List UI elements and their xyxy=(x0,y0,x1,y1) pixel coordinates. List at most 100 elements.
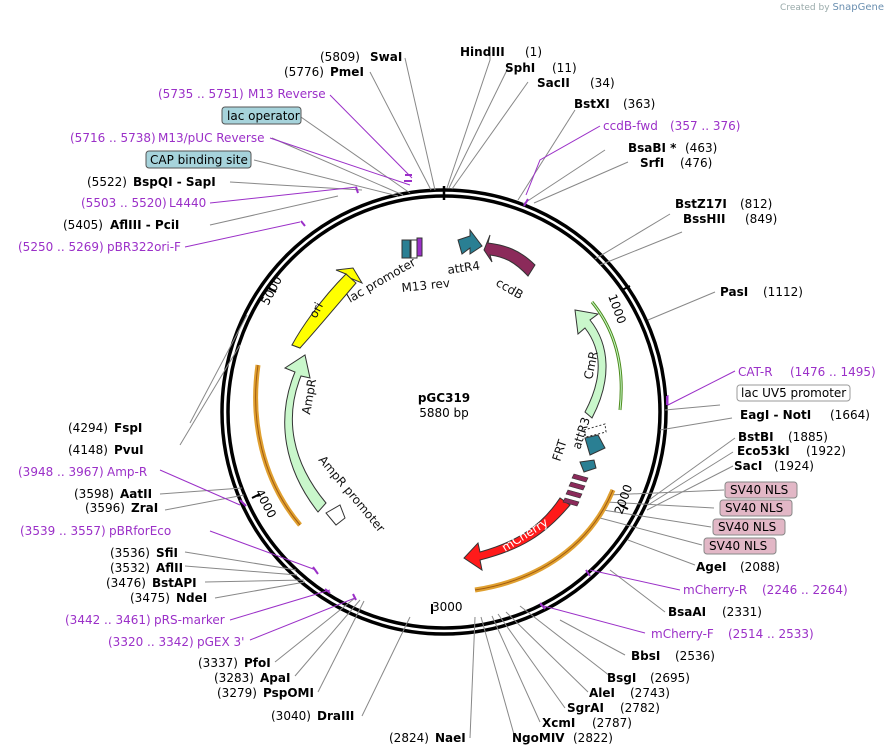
ccdb-arrow xyxy=(483,234,536,277)
primer-leader-lines xyxy=(159,94,736,641)
site-sgrai: SgrAI xyxy=(567,701,604,715)
tick-2000: 2000 xyxy=(612,483,636,516)
feature-sv40-nls-1: SV40 NLS xyxy=(730,483,788,497)
primer-l4440-pos: (5503 .. 5520) xyxy=(81,196,167,210)
site-aflii: AflII xyxy=(156,561,183,575)
site-pfoi-pos: (3337) xyxy=(198,656,238,670)
brand-name: SnapGene xyxy=(832,2,884,13)
site-bsgi: BsgI xyxy=(607,671,636,685)
primer-pbrforeco: pBRforEco xyxy=(109,524,171,538)
primer-prs-marker: pRS-marker xyxy=(154,613,225,627)
site-fspi-pos: (4294) xyxy=(68,421,108,435)
attr4-arrow xyxy=(457,228,483,255)
site-bspqi-sapi: BspQI - SapI xyxy=(133,175,216,189)
lac-promoter-box xyxy=(401,239,411,259)
site-bsaai: BsaAI xyxy=(668,605,706,619)
feature-lac-operator: lac operator xyxy=(227,109,300,123)
site-sphi: SphI xyxy=(505,61,535,75)
label-ampr: AmpR xyxy=(299,378,319,416)
site-bstapi: BstAPI xyxy=(152,576,197,590)
site-pmei: PmeI xyxy=(330,65,364,79)
primer-cat-r-pos: (1476 .. 1495) xyxy=(790,365,876,379)
site-ngomiv: NgoMIV xyxy=(512,731,565,745)
site-bstbi-pos: (1885) xyxy=(788,430,828,444)
primer-pgex3: pGEX 3' xyxy=(197,635,244,649)
label-m13rev: M13 rev xyxy=(401,276,451,295)
primer-mcherry-r: mCherry-R xyxy=(683,583,747,597)
site-saci: SacI xyxy=(734,459,762,473)
site-pvui-pos: (4148) xyxy=(68,443,108,457)
primer-m13-reverse-pos: (5735 .. 5751) xyxy=(158,87,244,101)
site-afliii-pcii-pos: (5405) xyxy=(63,218,103,232)
site-apai: ApaI xyxy=(260,671,290,685)
primer-m13puc-reverse: M13/pUC Reverse xyxy=(158,131,265,145)
site-bbsi-pos: (2536) xyxy=(675,649,715,663)
primer-mcherry-f-pos: (2514 .. 2533) xyxy=(728,627,814,641)
plasmid-name: pGC319 xyxy=(418,391,470,405)
site-alei: AleI xyxy=(589,686,615,700)
site-hindiii-pos: (1) xyxy=(525,45,542,59)
feature-sv40-nls-3: SV40 NLS xyxy=(718,520,776,534)
site-bsshii-pos: (849) xyxy=(745,212,777,226)
site-bbsi: BbsI xyxy=(631,649,660,663)
primer-pbr322ori-f-pos: (5250 .. 5269) xyxy=(18,240,104,254)
feature-sv40-nls-4: SV40 NLS xyxy=(709,539,767,553)
ampr-arrow xyxy=(283,354,327,513)
site-aatii: AatII xyxy=(120,487,152,501)
site-bstz17i: BstZ17I xyxy=(675,197,727,211)
site-alei-pos: (2743) xyxy=(630,686,670,700)
primer-mcherry-f: mCherry-F xyxy=(651,627,714,641)
site-naei-pos: (2824) xyxy=(389,731,429,745)
site-bspqi-sapi-pos: (5522) xyxy=(87,175,127,189)
m13-rev-box xyxy=(416,237,423,257)
site-sfii: SfiI xyxy=(156,546,178,560)
site-aatii-pos: (3598) xyxy=(74,487,114,501)
cmr-arrow xyxy=(574,309,607,419)
right-leader-lines xyxy=(446,52,736,739)
site-saci-pos: (1924) xyxy=(774,459,814,473)
primer-pgex3-pos: (3320 .. 3342) xyxy=(108,635,194,649)
label-ccdb: ccdB xyxy=(494,275,526,302)
site-bsgi-pos: (2695) xyxy=(650,671,690,685)
frt-arrow xyxy=(579,459,597,473)
site-pasi-pos: (1112) xyxy=(763,285,803,299)
snapgene-brand: Created by SnapGene xyxy=(780,2,884,13)
site-bsabi: BsaBI * xyxy=(628,141,677,155)
primer-amp-r: Amp-R xyxy=(107,465,147,479)
site-bstbi: BstBI xyxy=(738,430,774,444)
brand-prefix: Created by xyxy=(780,3,830,13)
label-cmr: CmR xyxy=(581,350,601,381)
label-mcherry: mCherry xyxy=(499,515,550,554)
left-labels: (5809) SwaI (5776) PmeI (5735 .. 5751) M… xyxy=(18,50,466,745)
nls-stripes xyxy=(562,473,589,507)
site-pspomi: PspOMI xyxy=(263,686,314,700)
site-sgrai-pos: (2782) xyxy=(620,701,660,715)
outer-arcs xyxy=(253,301,623,593)
site-sacii: SacII xyxy=(537,76,570,90)
label-ampr-promoter: AmpR promoter xyxy=(316,453,388,535)
site-pmei-pos: (5776) xyxy=(284,65,324,79)
site-draiii: DraIII xyxy=(317,709,354,723)
lac-operator-box xyxy=(410,239,418,259)
site-ndei-pos: (3475) xyxy=(130,591,170,605)
primer-l4440: L4440 xyxy=(169,196,206,210)
site-ngomiv-pos: (2822) xyxy=(573,731,613,745)
label-attr4: attR4 xyxy=(446,259,480,277)
site-eco53ki-pos: (1922) xyxy=(806,444,846,458)
primer-ccdb-fwd: ccdB-fwd xyxy=(603,119,658,133)
site-zrai-pos: (3596) xyxy=(85,501,125,515)
site-bstxi: BstXI xyxy=(574,97,610,111)
site-afliii-pcii: AflIII - PciI xyxy=(110,218,179,232)
site-bstxi-pos: (363) xyxy=(623,97,655,111)
site-fspi: FspI xyxy=(114,421,142,435)
site-agei: AgeI xyxy=(696,560,726,574)
primer-m13-reverse: M13 Reverse xyxy=(248,87,326,101)
site-eco53ki: Eco53kI xyxy=(737,444,790,458)
primer-pbrforeco-pos: (3539 .. 3557) xyxy=(20,524,106,538)
site-zrai: ZraI xyxy=(131,501,158,515)
tick-3000: 3000 xyxy=(432,600,463,614)
site-bstapi-pos: (3476) xyxy=(106,576,146,590)
site-naei: NaeI xyxy=(435,731,466,745)
site-sphi-pos: (11) xyxy=(552,61,577,75)
primer-amp-r-pos: (3948 .. 3967) xyxy=(18,465,104,479)
